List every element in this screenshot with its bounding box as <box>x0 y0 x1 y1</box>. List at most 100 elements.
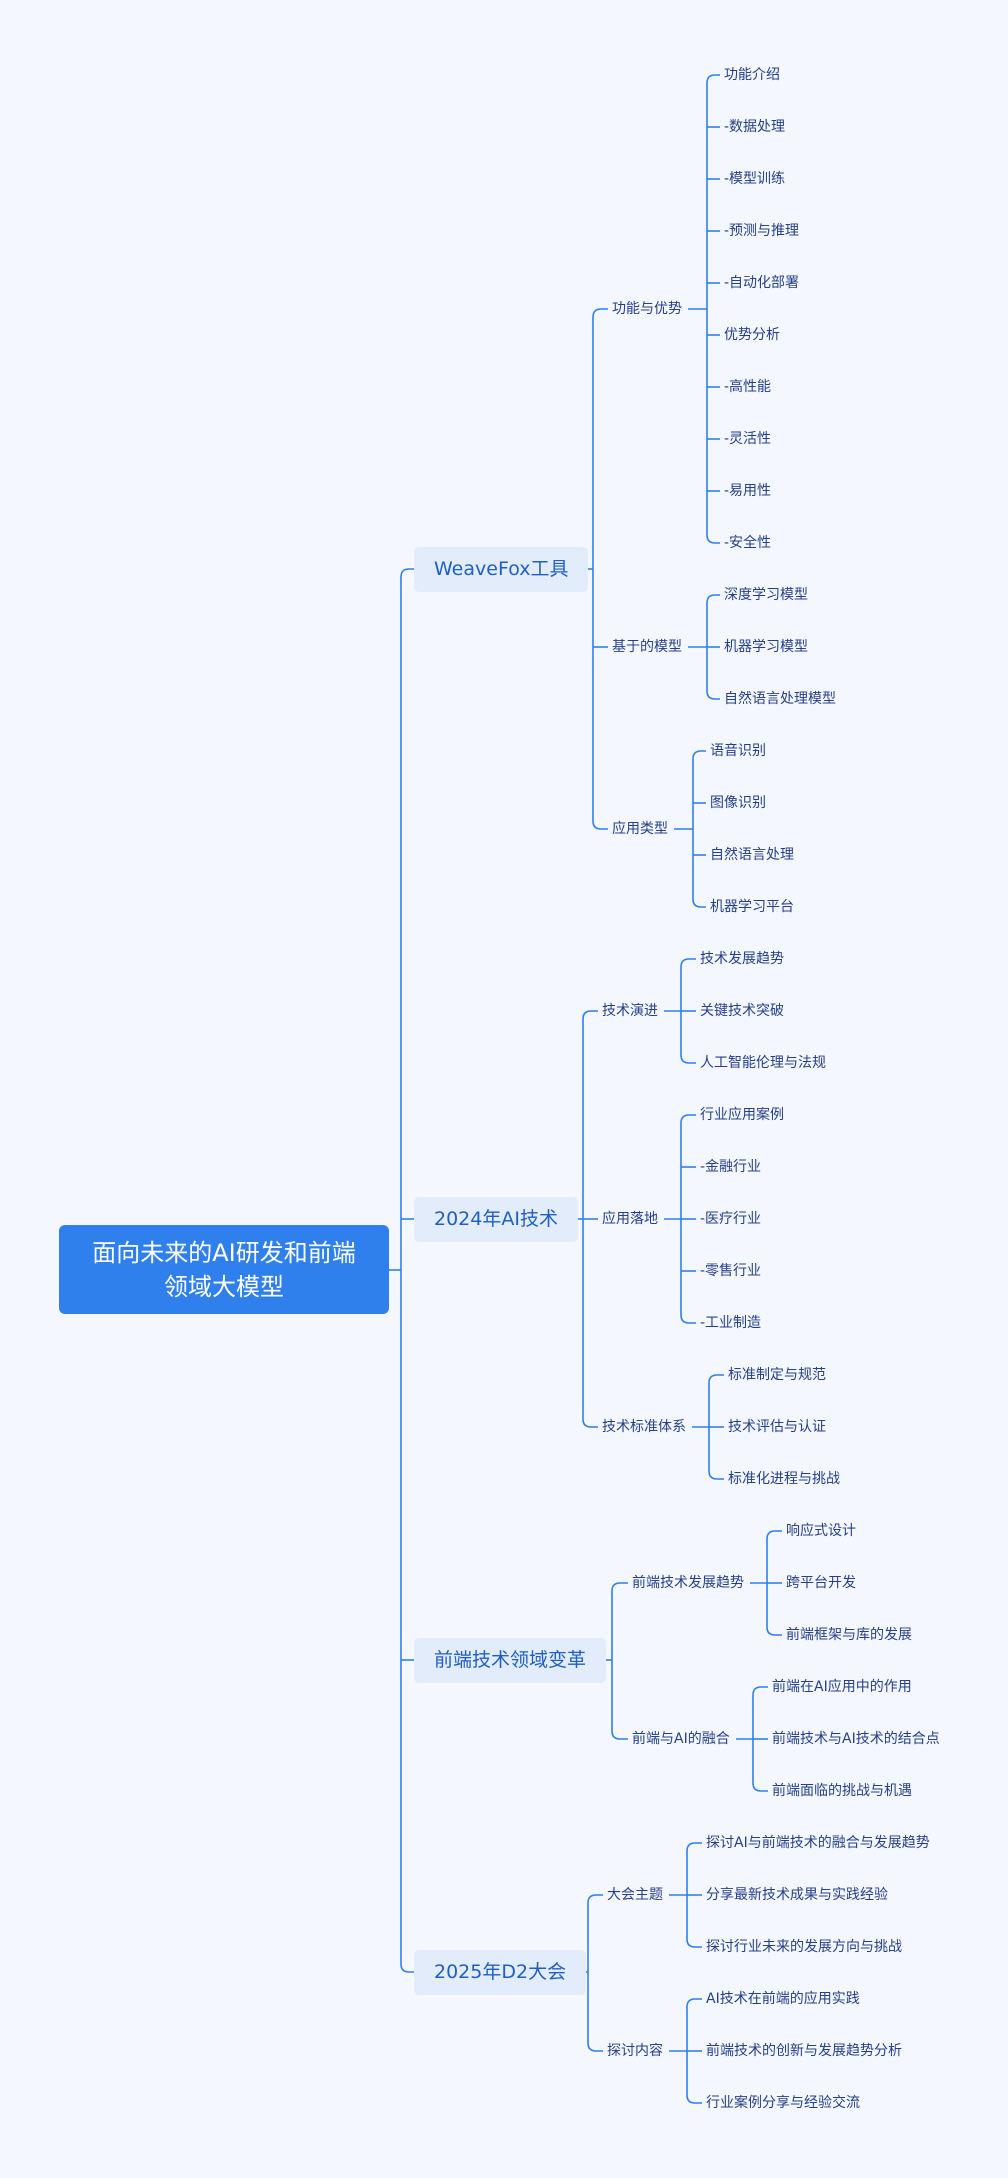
connector-line <box>680 958 696 1011</box>
leaf-node[interactable]: -零售行业 <box>700 1261 761 1281</box>
leaf-node[interactable]: -灵活性 <box>724 429 771 449</box>
leaf-node[interactable]: 深度学习模型 <box>724 585 808 605</box>
leaf-node[interactable]: 跨平台开发 <box>786 1573 856 1593</box>
leaf-node[interactable]: 行业案例分享与经验交流 <box>706 2093 860 2113</box>
sub-topic-label: 探讨内容 <box>607 2043 663 2059</box>
leaf-label: 行业应用案例 <box>700 1107 784 1123</box>
leaf-node[interactable]: 响应式设计 <box>786 1521 856 1541</box>
leaf-label: 机器学习模型 <box>724 639 808 655</box>
connector-line <box>766 1583 782 1636</box>
leaf-node[interactable]: -安全性 <box>724 533 771 553</box>
sub-topic-node[interactable]: 功能与优势 <box>612 299 682 319</box>
branch-label: 2025年D2大会 <box>434 1960 567 1983</box>
leaf-node[interactable]: 自然语言处理模型 <box>724 689 836 709</box>
leaf-node[interactable]: 自然语言处理 <box>710 845 794 865</box>
connector-line <box>706 594 720 647</box>
leaf-label: 标准制定与规范 <box>728 1367 826 1383</box>
leaf-node[interactable]: 前端面临的挑战与机遇 <box>772 1781 912 1801</box>
sub-topic-label: 应用落地 <box>602 1211 658 1227</box>
leaf-label: 优势分析 <box>724 327 780 343</box>
connector-line <box>592 308 608 569</box>
connector-line <box>686 2051 702 2104</box>
root-node[interactable]: 面向未来的AI研发和前端领域大模型 <box>59 1225 389 1314</box>
connector-line <box>686 1842 702 1895</box>
sub-topic-node[interactable]: 前端技术发展趋势 <box>632 1573 744 1593</box>
leaf-label: 语音识别 <box>710 743 766 759</box>
leaf-node[interactable]: 人工智能伦理与法规 <box>700 1053 826 1073</box>
leaf-node[interactable]: 标准化进程与挑战 <box>728 1469 840 1489</box>
leaf-node[interactable]: 探讨AI与前端技术的融合与发展趋势 <box>706 1833 930 1853</box>
sub-topic-node[interactable]: 技术标准体系 <box>602 1417 686 1437</box>
leaf-label: 图像识别 <box>710 795 766 811</box>
leaf-label: 关键技术突破 <box>700 1003 784 1019</box>
leaf-label: -高性能 <box>724 379 772 395</box>
leaf-label: 前端技术与AI技术的结合点 <box>772 1731 940 1747</box>
sub-topic-node[interactable]: 探讨内容 <box>607 2041 663 2061</box>
leaf-label: -医疗行业 <box>700 1211 762 1227</box>
leaf-node[interactable]: 探讨行业未来的发展方向与挑战 <box>706 1937 902 1957</box>
branch-node[interactable]: 2024年AI技术 <box>414 1196 578 1242</box>
leaf-node[interactable]: 机器学习平台 <box>710 897 794 917</box>
leaf-label: -数据处理 <box>724 119 786 135</box>
sub-topic-node[interactable]: 应用落地 <box>602 1209 658 1229</box>
connector-line <box>400 1270 414 1973</box>
sub-topic-label: 前端与AI的融合 <box>632 1731 730 1747</box>
leaf-node[interactable]: 前端在AI应用中的作用 <box>772 1677 912 1697</box>
connector-line <box>708 1427 724 1480</box>
connector-line <box>692 829 706 908</box>
leaf-label: 功能介绍 <box>724 67 780 83</box>
leaf-node[interactable]: 关键技术突破 <box>700 1001 784 1021</box>
connector-line <box>582 1219 598 1428</box>
leaf-node[interactable]: 行业应用案例 <box>700 1105 784 1125</box>
leaf-label: 探讨行业未来的发展方向与挑战 <box>706 1939 902 1955</box>
leaf-label: -工业制造 <box>700 1315 762 1331</box>
leaf-node[interactable]: -自动化部署 <box>724 273 799 293</box>
branch-node[interactable]: 2025年D2大会 <box>414 1949 587 1995</box>
sub-topic-node[interactable]: 应用类型 <box>612 819 668 839</box>
leaf-node[interactable]: 前端技术与AI技术的结合点 <box>772 1729 940 1749</box>
leaf-label: -易用性 <box>724 483 772 499</box>
leaf-label: 分享最新技术成果与实践经验 <box>706 1887 888 1903</box>
branch-node[interactable]: WeaveFox工具 <box>414 546 589 592</box>
leaf-label: -灵活性 <box>724 431 772 447</box>
leaf-node[interactable]: 技术评估与认证 <box>728 1417 826 1437</box>
leaf-node[interactable]: 分享最新技术成果与实践经验 <box>706 1885 888 1905</box>
sub-topic-node[interactable]: 基于的模型 <box>612 637 682 657</box>
leaf-node[interactable]: 标准制定与规范 <box>728 1365 826 1385</box>
leaf-node[interactable]: 机器学习模型 <box>724 637 808 657</box>
connector-line <box>587 1894 603 1972</box>
leaf-label: -金融行业 <box>700 1159 762 1175</box>
connector-line <box>611 1660 628 1740</box>
leaf-node[interactable]: 技术发展趋势 <box>700 949 784 969</box>
connector-line <box>582 1010 598 1219</box>
leaf-node[interactable]: AI技术在前端的应用实践 <box>706 1989 860 2009</box>
leaf-label: 响应式设计 <box>786 1523 856 1539</box>
connector-line <box>587 1972 603 2052</box>
sub-topic-node[interactable]: 技术演进 <box>602 1001 658 1021</box>
leaf-node[interactable]: 功能介绍 <box>724 65 780 85</box>
connector-line <box>706 309 720 544</box>
sub-topic-node[interactable]: 大会主题 <box>607 1885 663 1905</box>
leaf-node[interactable]: -易用性 <box>724 481 771 501</box>
leaf-node[interactable]: 前端框架与库的发展 <box>786 1625 912 1645</box>
leaf-node[interactable]: -工业制造 <box>700 1313 761 1333</box>
leaf-node[interactable]: -数据处理 <box>724 117 785 137</box>
branch-node[interactable]: 前端技术领域变革 <box>414 1637 607 1683</box>
leaf-node[interactable]: -模型训练 <box>724 169 785 189</box>
leaf-node[interactable]: -医疗行业 <box>700 1209 761 1229</box>
leaf-node[interactable]: -金融行业 <box>700 1157 761 1177</box>
leaf-node[interactable]: 前端技术的创新与发展趋势分析 <box>706 2041 902 2061</box>
sub-topic-label: 前端技术发展趋势 <box>632 1575 744 1591</box>
leaf-node[interactable]: 图像识别 <box>710 793 766 813</box>
leaf-node[interactable]: -高性能 <box>724 377 771 397</box>
sub-topic-node[interactable]: 前端与AI的融合 <box>632 1729 730 1749</box>
leaf-label: 前端在AI应用中的作用 <box>772 1679 912 1695</box>
connector-line <box>680 1011 696 1064</box>
leaf-node[interactable]: 语音识别 <box>710 741 766 761</box>
connector-line <box>592 569 608 830</box>
connector-line <box>692 750 706 829</box>
leaf-node[interactable]: -预测与推理 <box>724 221 799 241</box>
leaf-node[interactable]: 优势分析 <box>724 325 780 345</box>
